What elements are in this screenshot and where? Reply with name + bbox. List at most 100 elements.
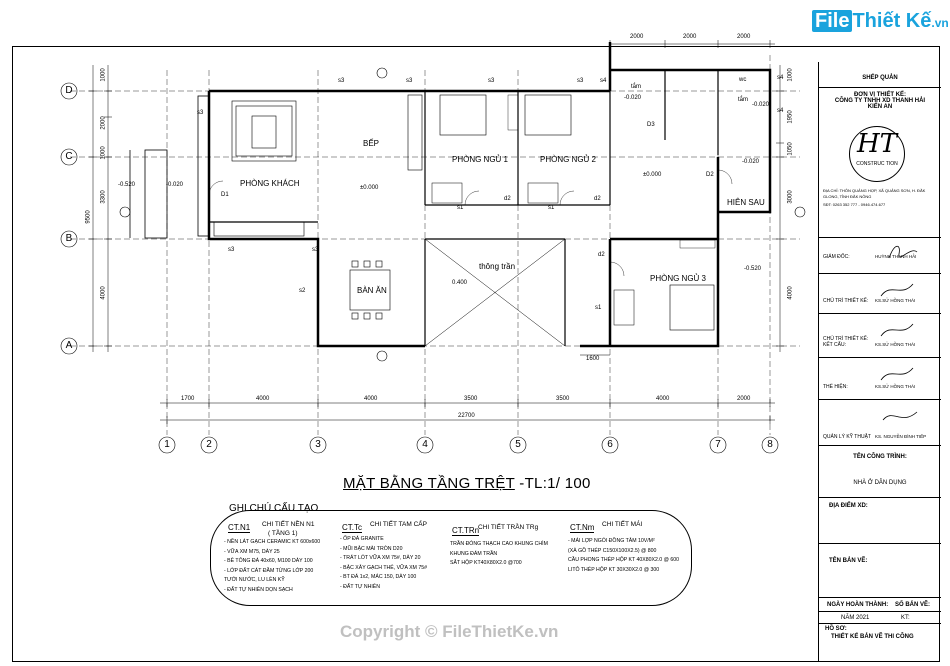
section-markers — [119, 67, 806, 362]
axis-col-2: 2 — [206, 439, 212, 450]
grid-axis-lines — [70, 55, 800, 435]
signature — [882, 411, 918, 421]
axis-col-5: 5 — [515, 439, 521, 450]
tb-kt: KT: — [901, 615, 910, 621]
tb-year: NĂM 2021 — [841, 615, 870, 621]
door-tag: D1 — [221, 192, 229, 198]
level-mark: ±0.000 — [360, 185, 379, 191]
title-block: SHẾP QUẢN ĐƠN VỊ THIẾT KẾ: CÔNG TY TNHH … — [818, 62, 941, 662]
note-line: - NỀN LÁT GẠCH CERAMIC KT 600x600 — [224, 539, 321, 545]
wall-tag: s3 — [406, 78, 413, 84]
room-label-ban-an: BÀN ĂN — [357, 286, 387, 295]
level-mark: -0.520 — [744, 266, 762, 272]
tb-signer-row: GIÁM ĐỐC: HUỲNH THANH HẢI — [819, 238, 941, 274]
tb-file-label: HỒ SƠ: — [825, 626, 847, 632]
dim-left-1: 1000 — [100, 68, 107, 82]
dim-bottom-2: 4000 — [256, 396, 270, 402]
signer-role: THỂ HIỆN: — [823, 384, 848, 390]
room-label-phong-ngu-2: PHÒNG NGỦ 2 — [540, 155, 597, 164]
tb-project-row: TÊN CÔNG TRÌNH: NHÀ Ở DÂN DỤNG — [819, 446, 941, 498]
note-line: KHUNG ĐÁM TRẦN — [450, 550, 498, 557]
kitchen-counter — [213, 94, 423, 237]
axis-col-6: 6 — [607, 439, 613, 450]
dim-top-1: 2000 — [630, 34, 644, 40]
dim-bottom-6: 4000 — [656, 396, 670, 402]
company-logo: HT CONSTRUC TION — [849, 126, 905, 182]
tb-company: CÔNG TY TNHH XD THANH HẢI — [834, 98, 926, 104]
tb-file-row: HỒ SƠ: THIẾT KẾ BẢN VẼ THI CÔNG — [819, 624, 941, 646]
door-tag: d2 — [594, 196, 601, 202]
signature — [880, 323, 914, 337]
axis-col-1: 1 — [164, 439, 170, 450]
level-mark: -0.020 — [624, 95, 642, 101]
room-label-wc: wc — [739, 77, 747, 83]
signer-name: KS. NGUYỄN ĐÌNH TIẾP — [875, 434, 927, 439]
tb-completion-row: NGÀY HOÀN THÀNH: SỐ BẢN VẼ: — [819, 598, 941, 612]
note-code: CT.Nm — [570, 523, 595, 533]
note-line: - MÁI LỢP NGÓI ĐỒNG TÂM 10V/M² — [568, 538, 655, 544]
tb-signer-row: THỂ HIỆN: KS.SỬ HỒNG THÁI — [819, 358, 941, 400]
room-label-thong-tran: thông trần — [479, 262, 516, 271]
dining-table — [349, 260, 391, 320]
tb-sheet-label: SỐ BẢN VẼ: — [895, 602, 931, 608]
level-mark: 0.400 — [452, 280, 468, 286]
tb-company-2: KIẾN AN — [867, 104, 893, 110]
wall-tag: s1 — [457, 205, 464, 211]
tb-completion-label: NGÀY HOÀN THÀNH: — [827, 602, 889, 608]
dim-left-3: 1000 — [100, 146, 107, 160]
company-logo-sub: CONSTRUC TION — [856, 161, 898, 167]
wall-tag: s3 — [312, 247, 319, 253]
room-label-hien-sau: HIÊN SAU — [727, 198, 765, 207]
signature — [880, 283, 914, 297]
axis-row-d: D — [65, 85, 73, 96]
sofa-set — [231, 100, 297, 162]
dim-bottom-4: 3500 — [464, 396, 478, 402]
tb-unit-label: ĐƠN VỊ THIẾT KẾ: — [853, 92, 907, 98]
axis-row-b: B — [65, 233, 73, 244]
wall-tag: s4 — [600, 78, 607, 84]
note-line: TRẦN ĐÓNG THẠCH CAO KHUNG CHÌM — [450, 541, 548, 547]
dim-top-3: 2000 — [737, 34, 751, 40]
dim-left-6: 4000 — [100, 286, 107, 300]
note-line: (XÀ GỒ THÉP C150X100X2.5) @ 800 — [568, 547, 657, 554]
wall-tag: s3 — [577, 78, 584, 84]
tb-role: SHẾP QUẢN — [862, 75, 898, 81]
walls — [207, 42, 772, 348]
drawing-title: MẶT BẰNG TẦNG TRỆT -TL:1/ 100 — [343, 475, 591, 492]
wall-tag: s4 — [777, 108, 784, 114]
signer-name: KS.SỬ HỒNG THÁI — [875, 384, 916, 389]
note-line: LITÔ THÉP HỘP KT 30X30X2.0 @ 300 — [568, 566, 660, 573]
level-mark: -0.020 — [166, 182, 184, 188]
level-mark: ±0.000 — [643, 172, 662, 178]
room-label-bep: BẾP — [363, 139, 380, 148]
tb-drawing-row: TÊN BẢN VẼ: — [819, 544, 941, 598]
wardrobes — [507, 94, 716, 249]
tb-phone: SĐT: 0263 352 777 - 0946.474.677 — [823, 202, 886, 207]
floor-plan-drawing — [60, 40, 806, 454]
wall-tag: s1 — [548, 205, 555, 211]
note-line: - BT ĐÁ 1x2, MÁC 150, DÀY 100 — [340, 574, 417, 580]
dim-bottom-5: 3500 — [556, 396, 570, 402]
axis-row-a: A — [65, 340, 73, 351]
signer-role: QUẢN LÝ KỸ THUẬT — [823, 434, 871, 440]
wall-tag: s3 — [197, 110, 204, 116]
note-line: - BẬC XÂY GẠCH THẺ, VỮA XM 75# — [340, 564, 427, 571]
tb-year-row: NĂM 2021 KT: — [819, 612, 941, 624]
dim-bottom-7: 2000 — [737, 396, 751, 402]
note-line: TƯỚI NƯỚC, LU LÈN KỸ — [224, 577, 285, 583]
signer-role: CHỦ TRÌ THIẾT KẾ: — [823, 298, 869, 304]
level-mark: -0.020 — [742, 159, 760, 165]
desks — [431, 182, 635, 326]
notes-heading: GHI CHÚ CẤU TẠO — [229, 503, 319, 514]
dim-left-5: 9500 — [85, 210, 92, 224]
door-tag: d2 — [504, 196, 511, 202]
door-tag: D3 — [647, 122, 655, 128]
dim-bottom-1: 1700 — [181, 396, 195, 402]
notes-box — [210, 510, 692, 606]
company-logo-text: HT — [856, 129, 897, 159]
axis-bubbles — [60, 82, 779, 454]
note-code: CT.TRn — [452, 526, 480, 536]
signer-name: KS.SỬ HỒNG THÁI — [875, 342, 916, 347]
drawing-sheet-border — [12, 46, 940, 662]
